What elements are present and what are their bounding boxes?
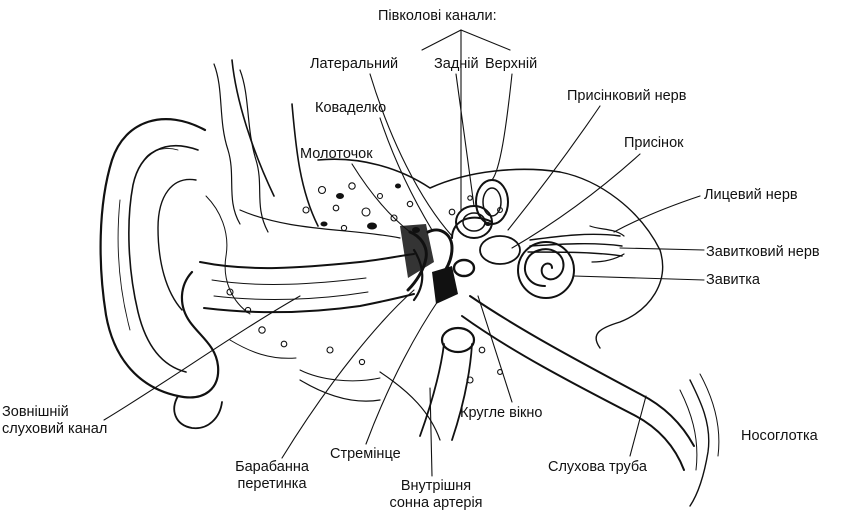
auricle-lobe: [173, 395, 223, 430]
label-superior-canal: Верхній: [485, 56, 538, 72]
carotid-artery: [440, 326, 476, 354]
eustachian-tube: [469, 295, 695, 447]
vestibule-shape: [479, 235, 521, 265]
cochlea-spiral: [524, 248, 565, 287]
label-cochlear-nerve: Завитковий нерв: [706, 244, 820, 260]
label-carotid-artery: Внутрішня сонна артерія: [380, 478, 492, 512]
label-carotid-line2: сонна артерія: [389, 495, 483, 511]
label-incus: Коваделко: [315, 100, 387, 116]
label-external-canal-line1: Зовнішній: [2, 404, 69, 420]
label-semicircular-canals: Півколові канали:: [378, 8, 497, 24]
label-lateral-canal: Латеральний: [310, 56, 399, 72]
label-round-window: Кругле вікно: [460, 405, 543, 421]
label-eardrum-line2: перетинка: [237, 476, 307, 492]
lateral-canal: [451, 216, 493, 239]
label-carotid-line1: Внутрішня: [400, 478, 472, 494]
label-facial-nerve: Лицевий нерв: [704, 187, 798, 203]
label-cochlea: Завитка: [706, 272, 760, 288]
label-malleus: Молоточок: [300, 146, 373, 162]
label-eardrum-line1: Барабанна: [235, 459, 309, 475]
stapes-shape: [452, 258, 476, 278]
label-vestibular-nerve: Присінковий нерв: [567, 88, 687, 104]
label-external-canal: Зовнішній слуховий канал: [2, 404, 108, 438]
label-external-canal-line2: слуховий канал: [2, 421, 108, 437]
label-nasopharynx: Носоглотка: [741, 428, 818, 444]
auricle-helix-inner: [128, 145, 199, 373]
label-posterior-canal: Задній: [434, 56, 479, 72]
auricle-outline: [99, 118, 220, 399]
label-stapes: Стремінце: [330, 446, 401, 462]
auricle-antihelix: [157, 178, 197, 311]
external-auditory-canal: [199, 253, 415, 270]
temporal-bone: [231, 59, 561, 227]
label-eustachian-tube: Слухова труба: [548, 459, 647, 475]
nerve-bundle: [527, 233, 623, 257]
label-eardrum: Барабанна перетинка: [226, 459, 318, 493]
label-vestibule: Присінок: [624, 135, 684, 151]
